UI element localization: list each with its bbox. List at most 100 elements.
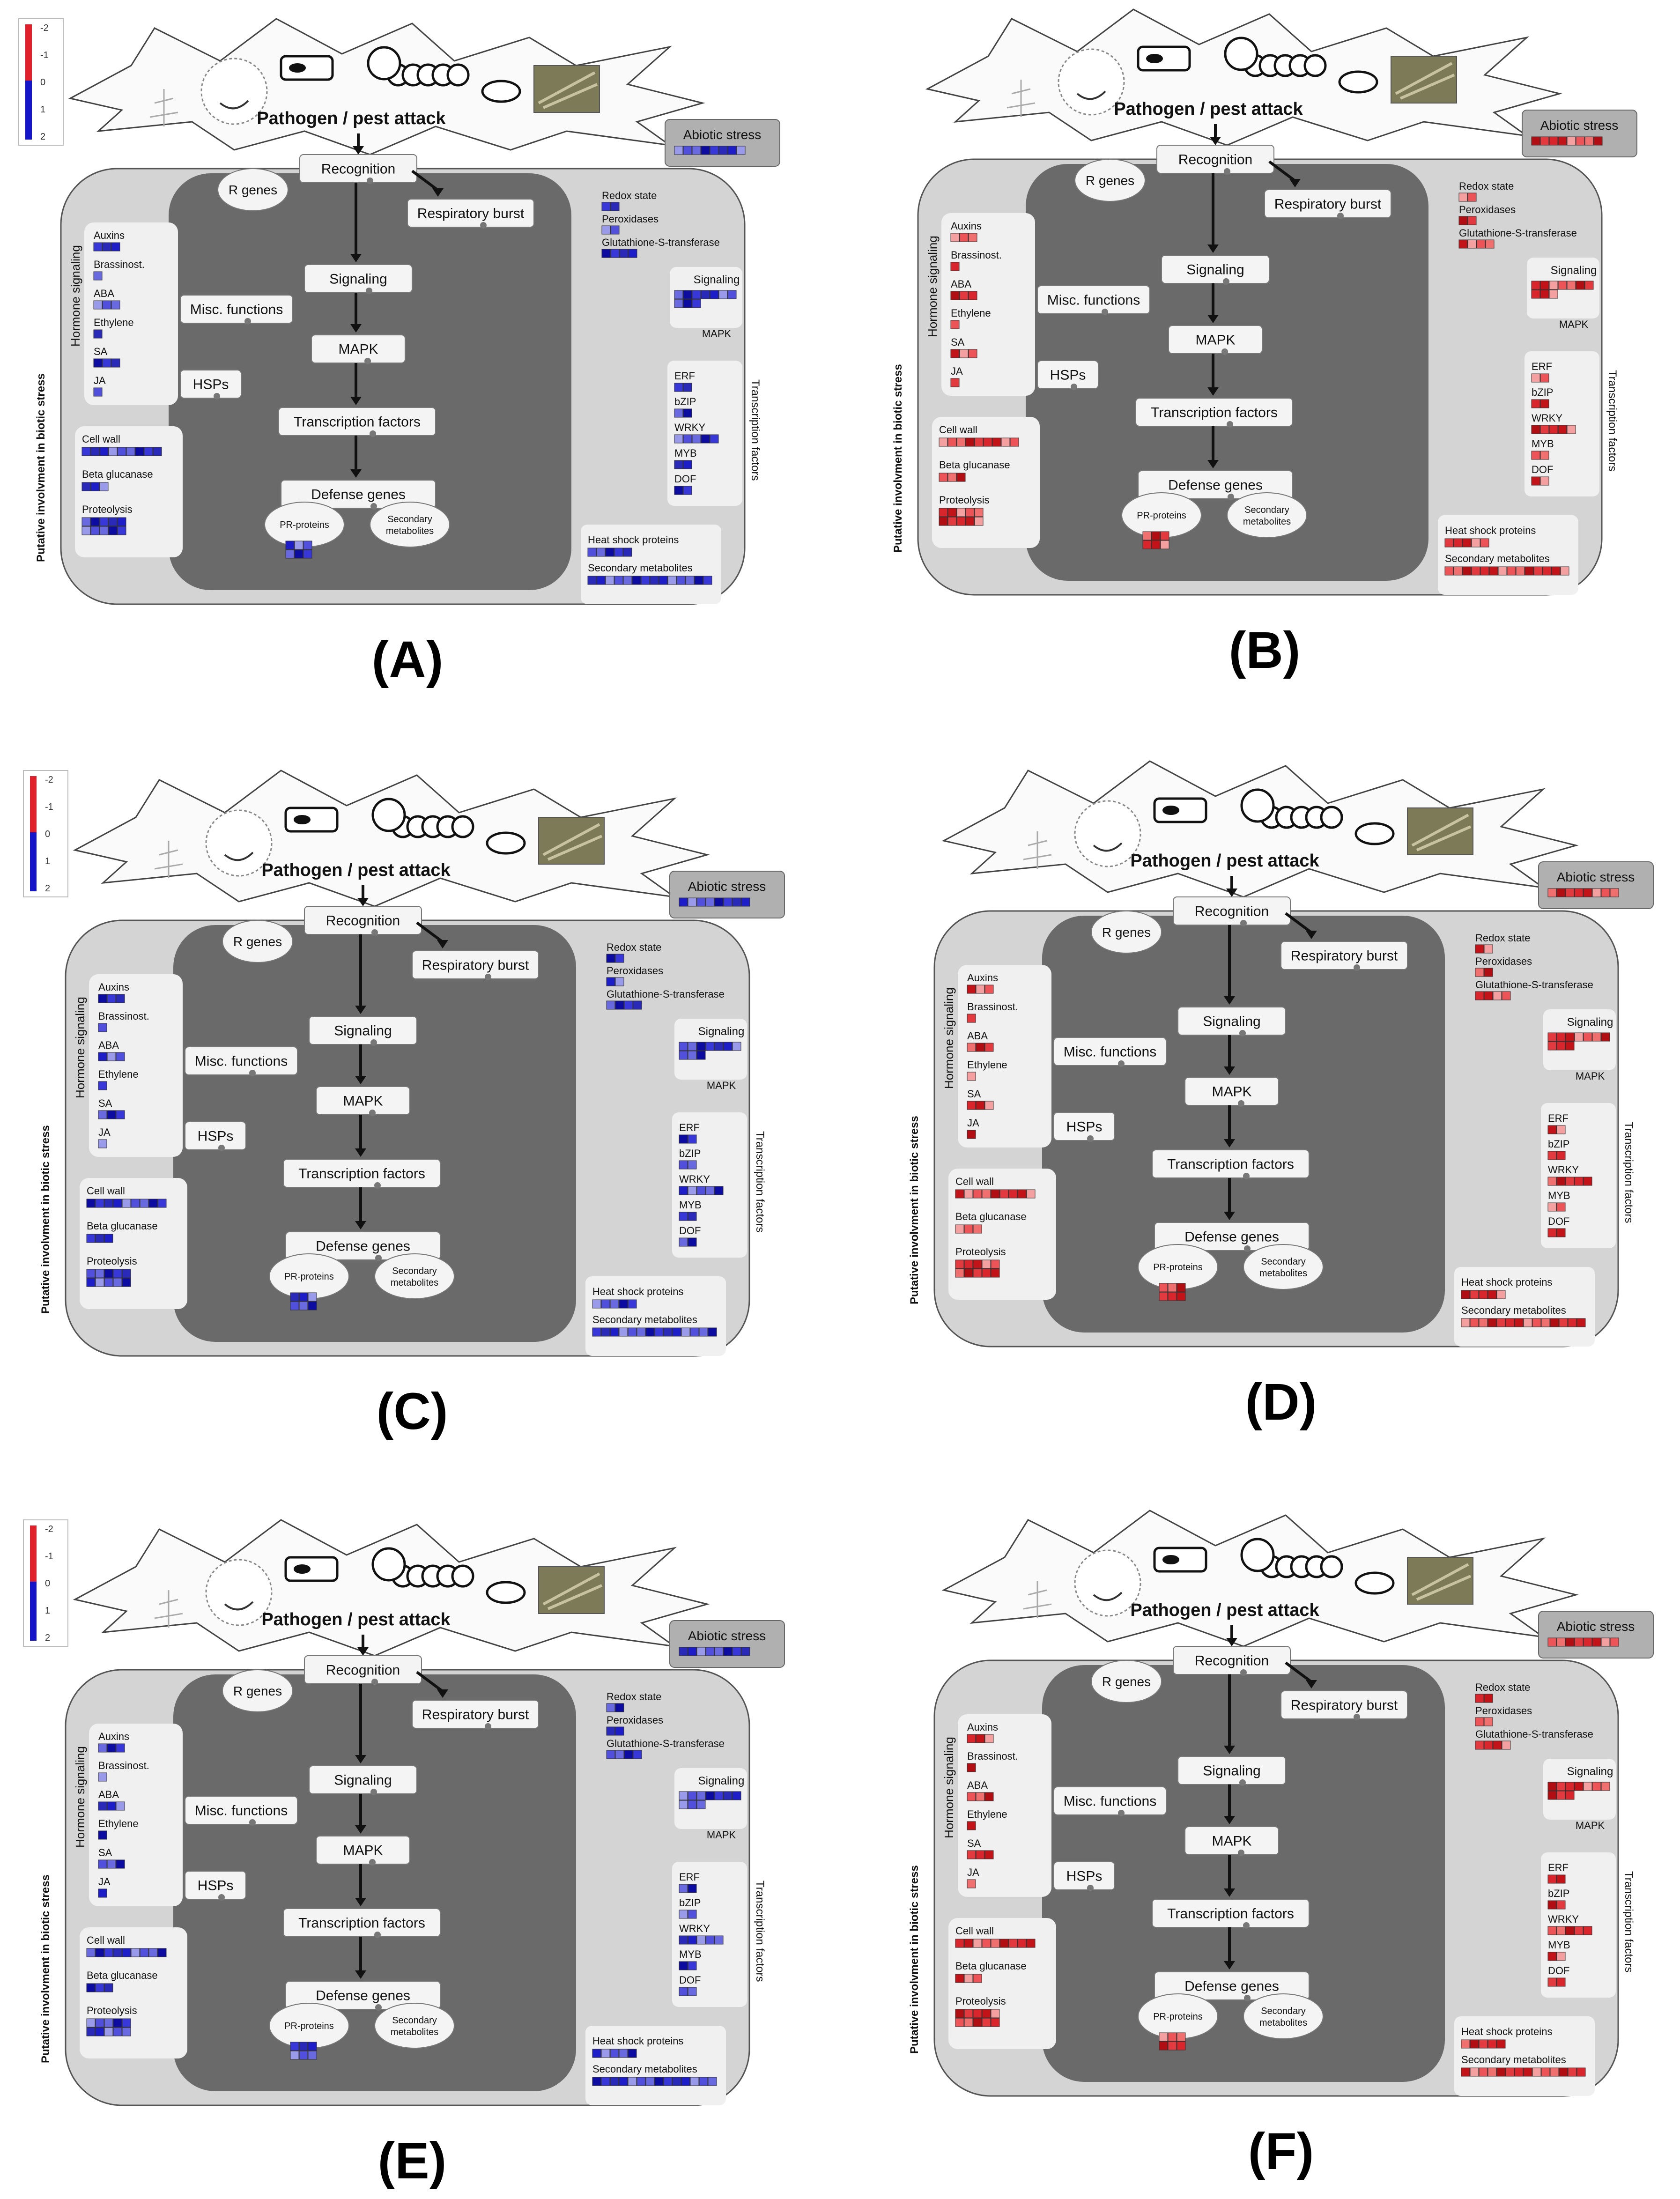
expression-cell [605,576,614,585]
plant-sketch-icon [1023,831,1052,869]
expression-cell [93,242,103,252]
expression-cell [683,146,692,155]
expression-cell [93,358,103,368]
expression-cell [1540,399,1549,408]
expression-cell [679,1212,688,1221]
expression-cell [683,408,692,418]
label-myb: MYB [1548,1939,1570,1951]
label-proteolysis: Proteolysis [939,494,990,506]
abiotic-stress-box [665,119,780,167]
label-r_mapk: MAPK [707,1829,736,1841]
biotic-stress-side-title: Putative involvment in biotic stress [39,1125,52,1314]
node-dot [480,222,487,229]
expression-cell [98,1801,107,1811]
expression-cell [117,526,126,535]
expression-cell [976,1792,985,1801]
expression-cell [1461,2067,1470,2077]
label-auxins: Auxins [967,1721,998,1733]
expression-cell [955,2009,964,2018]
expression-cell [122,1278,131,1287]
expression-cell [679,1134,688,1144]
expression-cell [650,576,659,585]
expression-cell [967,1014,976,1023]
expression-cell [964,1939,973,1948]
node-label-defense: Defense genes [316,1239,410,1254]
central-pathway-region [173,1674,576,2091]
expression-cell [688,1237,697,1247]
expression-cell [111,300,120,310]
central-pathway-region [1026,164,1428,581]
node-label-mapk: MAPK [338,342,378,357]
expression-cell [102,300,111,310]
expression-cell [108,447,118,456]
expression-cell [967,1734,976,1743]
expression-cell [615,1000,624,1010]
bacterium-icon [1153,797,1207,823]
node-label-recognition: Recognition [321,162,395,177]
expression-cell [672,2077,681,2086]
expression-cell [696,897,706,907]
node-mapk [1168,325,1263,354]
label-peroxidases: Peroxidases [607,1714,663,1726]
expression-cell [104,1269,113,1278]
panel-caption-c: (C) [376,1383,448,1440]
node-dot [249,1070,256,1076]
expression-cell [140,1948,149,1957]
node-dot [369,1110,376,1116]
node-label-hsps: HSPs [1066,1119,1103,1135]
legend-tick: 0 [40,77,45,88]
expression-cell [679,1647,688,1656]
virus-face-icon [1076,90,1106,100]
expression-cell [116,1743,125,1753]
node-resp_burst [1280,1690,1408,1719]
virus-icon [1074,800,1141,867]
bacterium-icon [1137,45,1191,72]
label-heat_shock: Heat shock proteins [588,534,679,546]
flow-arrow-head [355,1221,366,1229]
node-dot [1102,309,1108,315]
node-dot [244,318,251,325]
expression-cell [299,1292,308,1302]
expression-cell [1556,888,1566,897]
virus-face-icon [1093,842,1123,852]
expression-cell [1592,1637,1601,1647]
expression-cell [1601,1637,1610,1647]
expression-cell [126,447,135,456]
expression-cell [688,1186,697,1195]
caterpillar-head-icon [371,798,406,832]
expression-cell [1541,2067,1550,2077]
expression-cell [967,1043,976,1052]
cell-wall-box [948,1169,1056,1300]
expression-cell [1531,399,1540,408]
expression-cell [107,1743,116,1753]
expression-cell [290,2051,299,2060]
expression-cell [974,517,984,526]
node-label-defense: Defense genes [1168,478,1263,493]
expression-cell [1470,2039,1479,2049]
oval-label-pr: PR-proteins [1153,2012,1203,2022]
node-label-mapk: MAPK [343,1094,383,1109]
expression-cell [696,1800,706,1809]
expression-cell [131,1948,140,1957]
virus-icon [205,1559,273,1626]
legend-bar-low [30,832,37,891]
expression-cell [615,954,624,963]
expression-cell [606,1703,615,1712]
flow-arrow-head [1224,1139,1235,1148]
label-secondary_1: Secondary [387,514,432,525]
legend-tick: 1 [40,104,45,115]
label-secondary_1: Secondary [1244,505,1289,515]
legend-bar-high [30,776,37,832]
oval-label-r_genes: R genes [233,1684,282,1698]
label-abiotic: Abiotic stress [1557,870,1635,884]
expression-cell [1549,281,1558,290]
fungus-hyphae-icon [538,71,598,109]
node-defense [281,480,436,509]
expression-cell [623,548,632,557]
node-dot [367,178,373,184]
label-secondary_2: metabolites [391,1278,438,1288]
expression-cell [688,1160,697,1170]
expression-cell [710,290,719,299]
label-auxins: Auxins [94,230,125,241]
